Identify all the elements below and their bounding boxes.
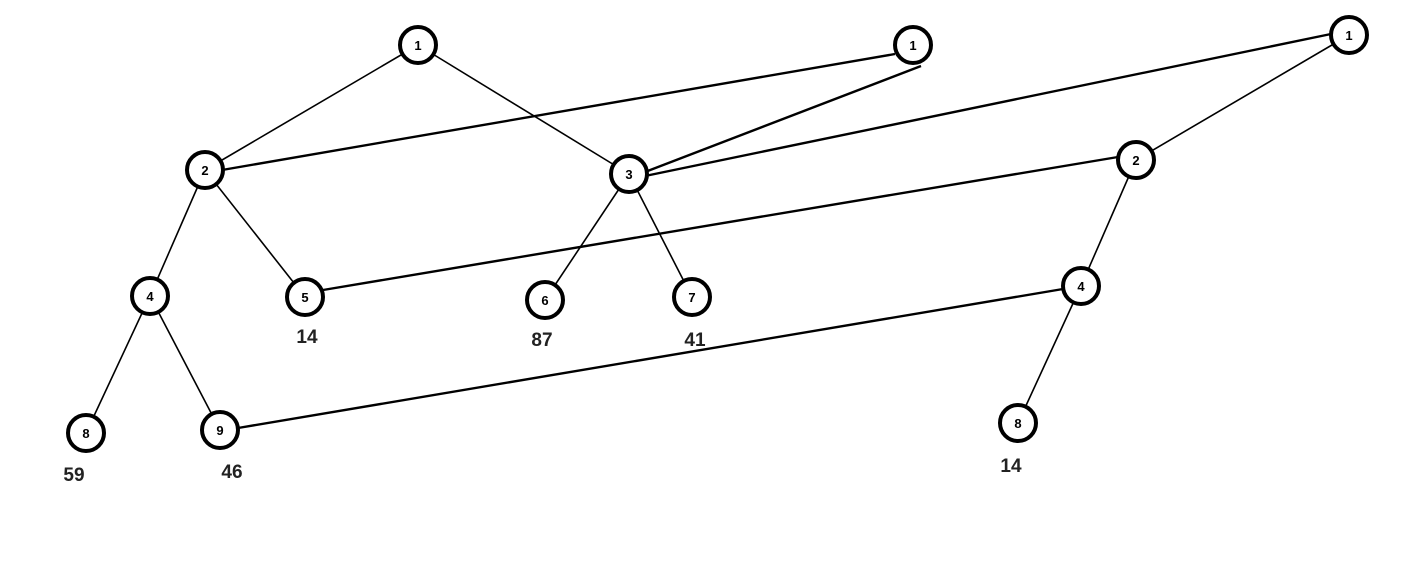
node-A1: 1 — [398, 25, 438, 65]
node-circle — [398, 25, 438, 65]
values-layer: 14 87 41 59 46 14 — [63, 327, 1022, 486]
cross-links-layer — [221, 32, 1332, 430]
value-label-A9: 46 — [221, 462, 242, 483]
edge-C4-C8 — [1017, 285, 1082, 424]
node-C8: 8 — [998, 403, 1038, 443]
node-A3: 3 — [609, 154, 649, 194]
node-C1: 1 — [1329, 15, 1369, 55]
edge-A2-A4 — [149, 169, 206, 297]
edge-C1-C2 — [1135, 34, 1350, 161]
node-label: 8 — [1014, 416, 1021, 431]
node-label: 2 — [1132, 153, 1139, 168]
node-circle — [1329, 15, 1369, 55]
edge-A4-A9 — [149, 295, 221, 431]
node-A2: 2 — [185, 150, 225, 190]
node-circle — [998, 403, 1038, 443]
node-circle — [525, 280, 565, 320]
node-A8: 8 — [66, 413, 106, 453]
node-label: 1 — [909, 38, 916, 53]
edge-A1-A3 — [417, 44, 630, 175]
node-circle — [672, 277, 712, 317]
value-label-C8: 14 — [1000, 456, 1022, 477]
node-circle — [200, 410, 240, 450]
node-label: 9 — [216, 423, 223, 438]
cross-link-C4-A9 — [237, 287, 1064, 430]
node-label: 8 — [82, 426, 89, 441]
node-circle — [185, 150, 225, 190]
nodes-layer: 1 2 3 4 5 6 7 8 9 1 1 2 4 8 — [66, 15, 1369, 453]
edges-layer — [85, 34, 1350, 434]
node-label: 6 — [541, 293, 548, 308]
cross-link-B1-A3 — [644, 64, 922, 174]
node-label: 5 — [301, 290, 308, 305]
node-label: 4 — [1077, 279, 1085, 294]
edge-A3-A6 — [544, 173, 630, 301]
node-circle — [66, 413, 106, 453]
node-circle — [1061, 266, 1101, 306]
node-A5: 5 — [285, 277, 325, 317]
value-label-A7: 41 — [684, 330, 706, 351]
value-label-A5: 14 — [296, 327, 318, 348]
edge-A2-A5 — [204, 169, 306, 298]
node-circle — [130, 276, 170, 316]
node-C4: 4 — [1061, 266, 1101, 306]
edge-A1-A2 — [204, 44, 419, 171]
node-label: 4 — [146, 289, 154, 304]
node-label: 1 — [414, 38, 421, 53]
cross-link-B1-A2 — [221, 52, 896, 172]
node-label: 2 — [201, 163, 208, 178]
node-label: 7 — [688, 290, 695, 305]
node-A7: 7 — [672, 277, 712, 317]
node-label: 1 — [1345, 28, 1352, 43]
node-A4: 4 — [130, 276, 170, 316]
edge-C2-C4 — [1080, 159, 1137, 287]
node-circle — [893, 25, 933, 65]
node-circle — [1116, 140, 1156, 180]
node-B1: 1 — [893, 25, 933, 65]
cross-link-C1-A3 — [644, 32, 1332, 178]
edge-A3-A7 — [628, 173, 693, 298]
value-label-A8: 59 — [63, 465, 84, 486]
node-circle — [609, 154, 649, 194]
cross-link-C2-A5 — [322, 155, 1119, 292]
node-C2: 2 — [1116, 140, 1156, 180]
node-label: 3 — [625, 167, 632, 182]
node-A9: 9 — [200, 410, 240, 450]
edge-A4-A8 — [85, 295, 151, 434]
node-A6: 6 — [525, 280, 565, 320]
node-circle — [285, 277, 325, 317]
value-label-A6: 87 — [531, 330, 552, 351]
